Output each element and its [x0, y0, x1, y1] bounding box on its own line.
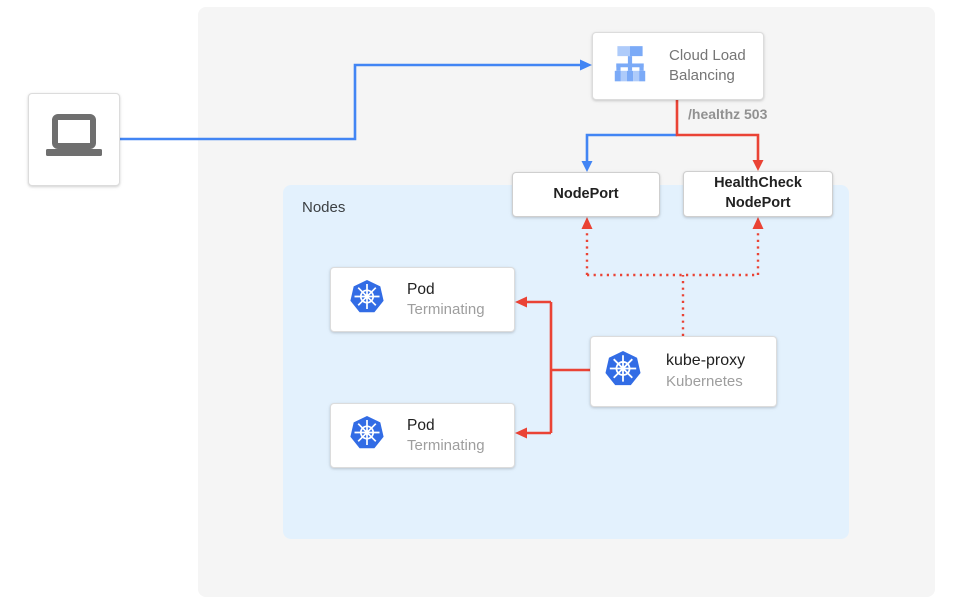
nodeport-label: NodePort	[553, 185, 619, 202]
pod-title: Pod	[407, 416, 435, 434]
kubeproxy-to-nodeports-dotted-arrow	[581, 217, 764, 336]
kubeproxy-to-pods-arrow	[515, 296, 590, 439]
healthz-status-label: /healthz 503	[688, 106, 768, 122]
pod-terminating-node-2: Pod Terminating	[330, 403, 515, 468]
nodeport-node: NodePort	[512, 172, 660, 217]
kubernetes-icon	[349, 415, 385, 456]
kube-proxy-title: kube-proxy	[666, 352, 746, 370]
healthcheck-nodeport-label-line1: HealthCheck	[714, 175, 802, 192]
cloud-load-balancing-label: Cloud Load Balancing	[669, 46, 746, 84]
pod-status: Terminating	[407, 436, 485, 454]
healthcheck-nodeport-label-line2: NodePort	[725, 195, 791, 211]
kube-proxy-subtitle: Kubernetes	[666, 373, 743, 391]
client-node	[28, 93, 120, 186]
cloud-load-balancing-icon	[609, 45, 651, 87]
kubernetes-icon	[349, 279, 385, 320]
pod-terminating-node-1: Pod Terminating	[330, 267, 515, 332]
healthcheck-nodeport-node: HealthCheck NodePort	[683, 171, 833, 217]
clb-to-healthcheck-arrow	[675, 100, 764, 171]
pod-title: Pod	[407, 280, 435, 298]
pod-status: Terminating	[407, 300, 485, 318]
client-to-clb-arrow	[120, 59, 592, 141]
clb-to-nodeport-arrow	[581, 133, 677, 172]
kube-proxy-node: kube-proxy Kubernetes	[590, 336, 777, 407]
laptop-icon	[45, 114, 103, 165]
kubernetes-icon	[604, 350, 642, 393]
cloud-load-balancing-node: Cloud Load Balancing	[592, 32, 764, 100]
nodes-group-label: Nodes	[302, 199, 346, 216]
